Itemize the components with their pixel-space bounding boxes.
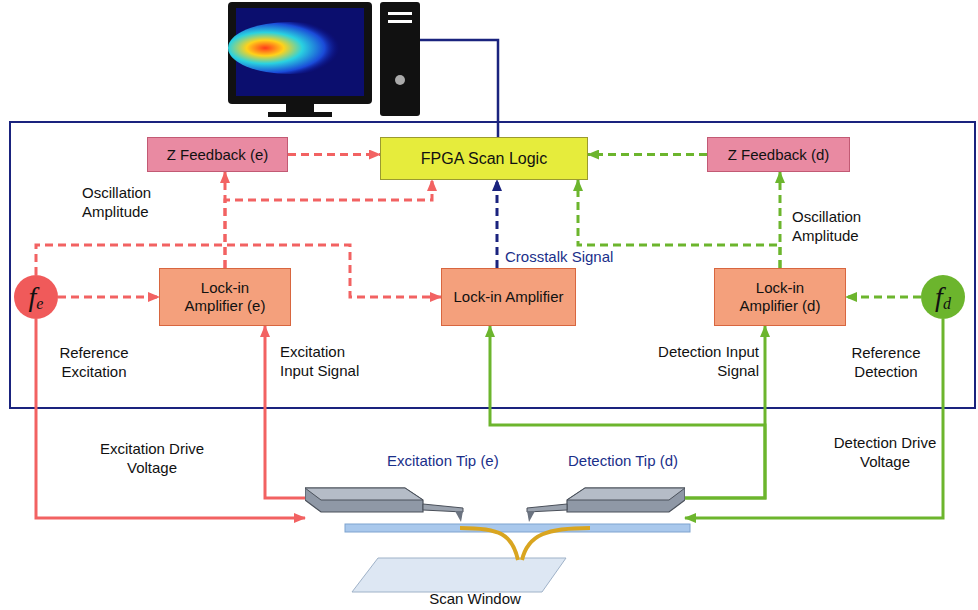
- signal-connector: [36, 319, 305, 518]
- reference-oscillator: fe: [14, 275, 58, 319]
- annotation: Oscillation Amplitude: [792, 208, 892, 246]
- box-label: Z Feedback (e): [167, 146, 269, 164]
- cantilever-drawing: [305, 478, 470, 528]
- frequency-symbol: f: [29, 283, 37, 311]
- signal-connector: [496, 180, 499, 268]
- annotation: Detection Input Signal: [655, 343, 759, 381]
- signal-connector: [225, 180, 432, 268]
- sample-stage: [345, 524, 690, 592]
- lockin-box: Lock-in Amplifier (d): [714, 268, 846, 326]
- frequency-subscript: e: [36, 296, 43, 312]
- signal-connector: [58, 296, 159, 299]
- cantilever-drawing: [520, 478, 685, 528]
- lockin-box: Lock-in Amplifier: [441, 268, 576, 326]
- annotation: Oscillation Amplitude: [82, 184, 182, 222]
- tip-label: Detection Tip (d): [568, 452, 678, 470]
- computer: [228, 2, 420, 117]
- annotation: Excitation Input Signal: [280, 343, 380, 381]
- system-frame: [10, 122, 975, 408]
- signal-connector: [846, 296, 921, 299]
- feedback-box: Z Feedback (d): [707, 137, 850, 172]
- annotation: Reference Detection: [836, 344, 936, 382]
- annotation: Excitation Drive Voltage: [92, 440, 212, 478]
- tip-label: Excitation Tip (e): [387, 452, 499, 470]
- computer-link: [420, 40, 498, 137]
- feedback-box: Z Feedback (e): [147, 137, 288, 172]
- box-label: Z Feedback (d): [728, 146, 830, 164]
- signal-connector: [288, 153, 380, 156]
- annotation: Scan Window: [420, 590, 530, 609]
- fpga-box: FPGA Scan Logic: [380, 137, 588, 180]
- box-label: Lock-in Amplifier (e): [170, 279, 280, 315]
- excitation-tip: Excitation Tip (e): [305, 478, 470, 528]
- signal-connector: [490, 326, 765, 498]
- box-label: FPGA Scan Logic: [421, 149, 547, 168]
- box-label: Lock-in Amplifier (d): [725, 279, 835, 315]
- detection-tip: Detection Tip (d): [520, 478, 685, 528]
- reference-oscillator: fd: [921, 275, 965, 319]
- frequency-subscript: d: [943, 296, 951, 312]
- frequency-symbol: f: [935, 283, 943, 311]
- box-label: Lock-in Amplifier: [453, 288, 563, 306]
- annotation: Reference Excitation: [44, 344, 144, 382]
- signal-connector: [588, 153, 707, 156]
- annotation: Detection Drive Voltage: [832, 434, 938, 472]
- signal-label: Crosstalk Signal: [503, 248, 615, 265]
- lockin-box: Lock-in Amplifier (e): [159, 268, 291, 326]
